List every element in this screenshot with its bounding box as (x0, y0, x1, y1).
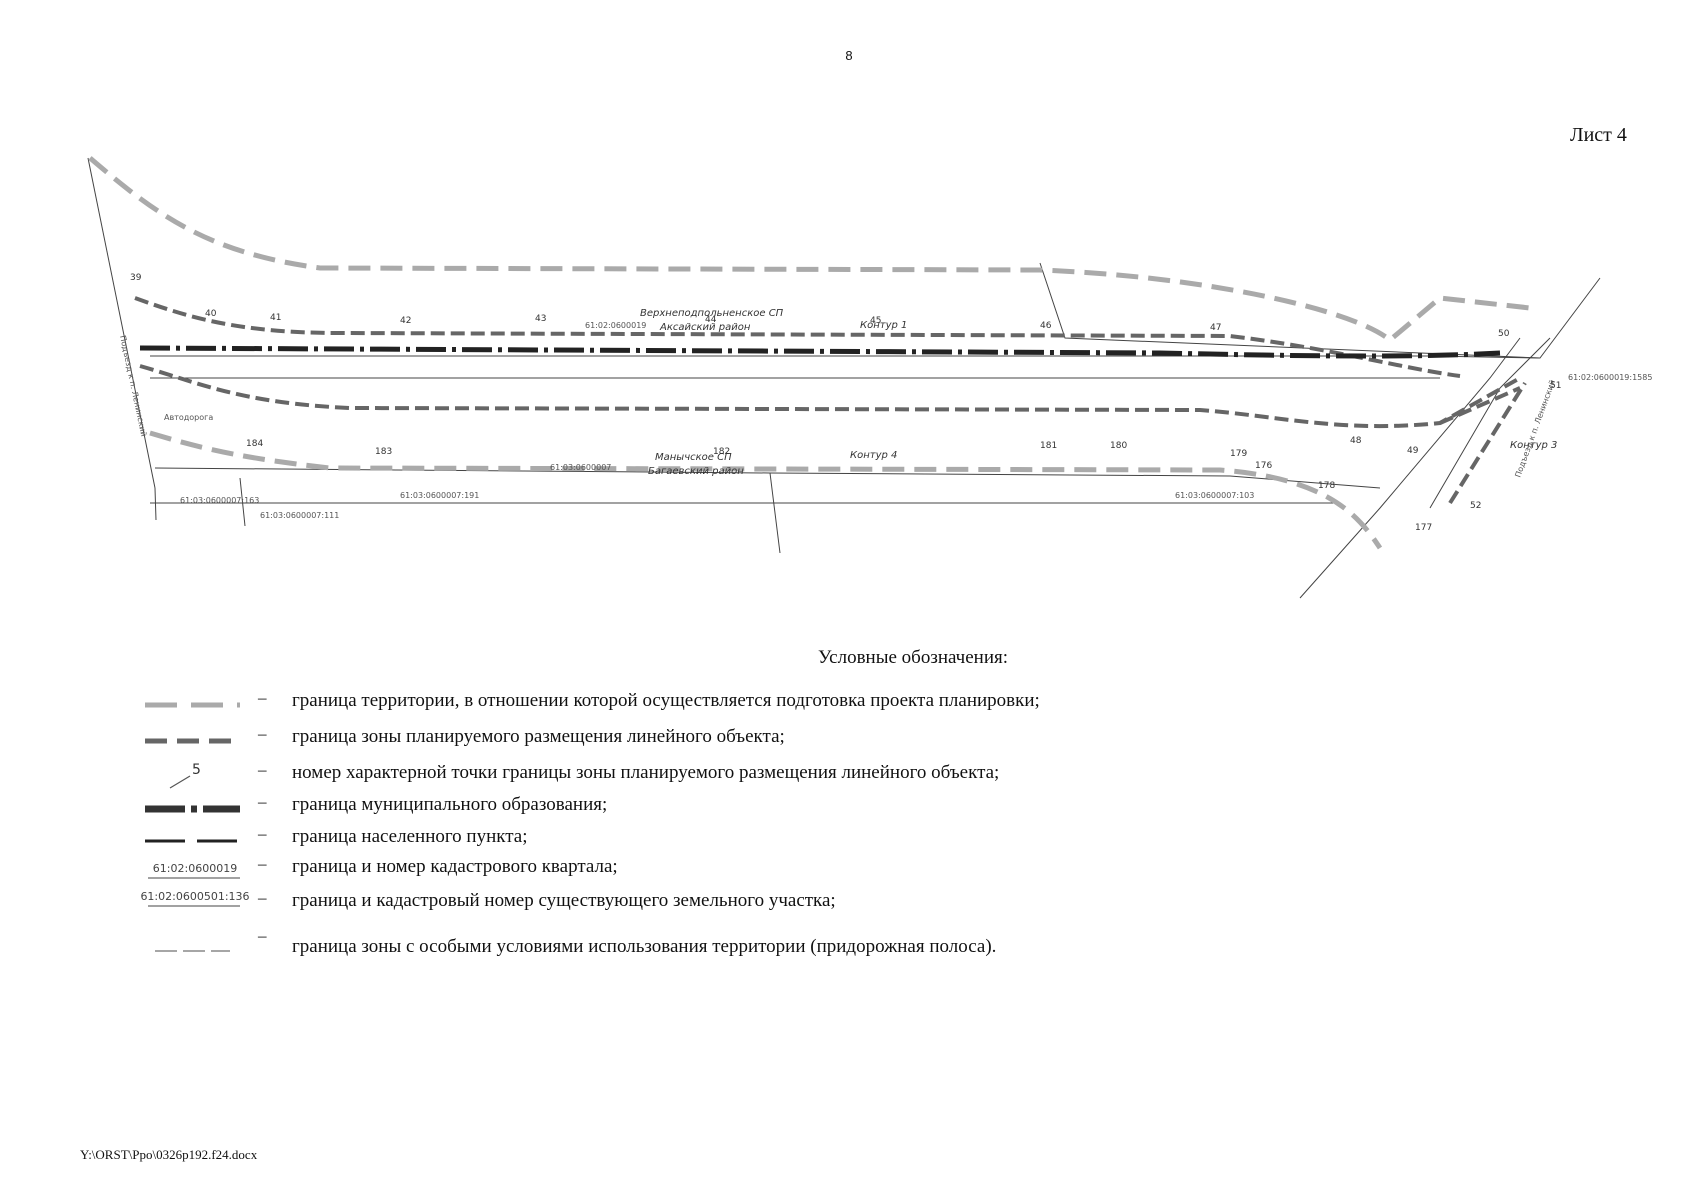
point-label: 52 (1470, 501, 1481, 511)
legend-symbol-planned-zone (145, 738, 240, 744)
point-label: 48 (1350, 436, 1362, 446)
cadastral-lines (87, 157, 1601, 599)
legend-dash: – (258, 926, 267, 945)
point-label: 182 (713, 447, 730, 457)
point-label: 51 (1550, 381, 1561, 391)
legend-item-point-number: 5 – номер характерной точки границы зоны… (140, 760, 1590, 792)
legend-item-settlement: – граница населенного пункта; (140, 824, 1590, 856)
legend-text: граница территории, в отношении которой … (292, 690, 1040, 711)
point-label: 180 (1110, 441, 1127, 451)
parcel-sw1-label: 61:03:0600007:163 (180, 496, 259, 505)
planned-zone-boundary (134, 296, 1527, 505)
legend-symbol-settlement (145, 839, 240, 843)
legend-item-roadside-zone: – граница зоны с особыми условиями испол… (140, 926, 1590, 966)
territory-boundary (88, 156, 1531, 550)
legend-quarter-sample: 61:02:0600019 (153, 862, 237, 875)
legend-item-municipal: – граница муниципального образования; (140, 792, 1590, 824)
page-number: 8 (845, 48, 853, 63)
legend-text: граница муниципального образования; (292, 794, 608, 815)
legend-point-sample: 5 (192, 762, 201, 778)
legend-item-territory: – граница территории, в отношении которо… (140, 688, 1590, 720)
legend-item-cadastral-quarter: 61:02:0600019 – граница и номер кадастро… (140, 854, 1590, 886)
legend-dash: – (258, 760, 267, 779)
point-label: 184 (246, 439, 263, 449)
settlement-north-label: Верхнеподпольненское СП (640, 308, 784, 319)
legend-text: номер характерной точки границы зоны пла… (292, 762, 1000, 783)
legend-parcel-sample: 61:02:0600501:136 (140, 890, 249, 903)
quarter-south-label: 61:03:0600007 (550, 463, 611, 472)
legend-symbol-cadastral-quarter: 61:02:0600019 (148, 862, 240, 879)
legend-text: граница зоны планируемого размещения лин… (292, 726, 785, 747)
legend-symbol-territory (145, 702, 240, 708)
legend-dash: – (258, 824, 267, 843)
parcel-sw3-label: 61:03:0600007:191 (400, 491, 479, 500)
legend-text: граница зоны с особыми условиями использ… (292, 936, 997, 957)
district-north-label: Аксайский район (659, 322, 751, 333)
legend-title: Условные обозначения: (818, 647, 1009, 668)
legend-dash: – (258, 724, 267, 743)
legend-symbol-point-number: 5 (169, 762, 201, 789)
point-label: 177 (1415, 523, 1432, 533)
point-label: 47 (1210, 323, 1221, 333)
legend-symbol-roadside-zone (155, 950, 230, 952)
road-label: Автодорога (164, 413, 213, 422)
parcel-se-label: 61:03:0600007:103 (1175, 491, 1254, 500)
legend-item-planned-zone: – граница зоны планируемого размещения л… (140, 724, 1590, 756)
point-label: 44 (705, 315, 717, 325)
contour-4-label: Контур 4 (850, 450, 897, 461)
legend-text: граница и кадастровый номер существующег… (292, 890, 836, 911)
parcel-east-label: 61:02:0600019:1585 (1568, 373, 1652, 382)
legend-dash: – (258, 854, 267, 873)
legend-dash: – (258, 792, 267, 811)
point-label: 42 (400, 316, 411, 326)
point-label: 39 (130, 273, 142, 283)
legend-text: граница населенного пункта; (292, 826, 528, 847)
legend-text: граница и номер кадастрового квартала; (292, 856, 618, 877)
contour-1-label: Контур 1 (860, 320, 907, 331)
point-label: 178 (1318, 481, 1335, 491)
legend-symbol-municipal (145, 805, 240, 813)
legend-symbol-land-parcel: 61:02:0600501:136 (140, 890, 250, 907)
settlement-south-label: Манычское СП (655, 452, 732, 463)
municipal-boundary (139, 345, 1501, 359)
point-label: 179 (1230, 449, 1247, 459)
district-south-label: Багаевский район (648, 466, 744, 477)
point-label: 46 (1040, 321, 1052, 331)
point-label: 43 (535, 314, 546, 324)
legend-item-land-parcel: 61:02:0600501:136 – граница и кадастровы… (140, 888, 1590, 920)
parcel-sw2-label: 61:03:0600007:111 (260, 511, 339, 520)
legend-dash: – (258, 888, 267, 907)
point-label: 181 (1040, 441, 1057, 451)
boundary-point-labels: 39 40 41 42 43 44 45 46 47 48 49 50 51 5… (130, 273, 1561, 533)
footer-file-path: Y:\ORST\Ppo\0326p192.f24.docx (80, 1147, 258, 1162)
map-drawing: 39 40 41 42 43 44 45 46 47 48 49 50 51 5… (87, 156, 1652, 599)
quarter-north-label: 61:02:0600019 (585, 321, 646, 330)
point-label: 49 (1407, 446, 1419, 456)
point-label: 45 (870, 316, 881, 326)
point-label: 183 (375, 447, 392, 457)
point-label: 41 (270, 313, 281, 323)
point-label: 50 (1498, 329, 1510, 339)
contour-3-label: Контур 3 (1510, 440, 1557, 451)
legend-dash: – (258, 688, 267, 707)
point-label: 176 (1255, 461, 1272, 471)
sheet-label: Лист 4 (1570, 124, 1627, 146)
point-label: 40 (205, 309, 217, 319)
